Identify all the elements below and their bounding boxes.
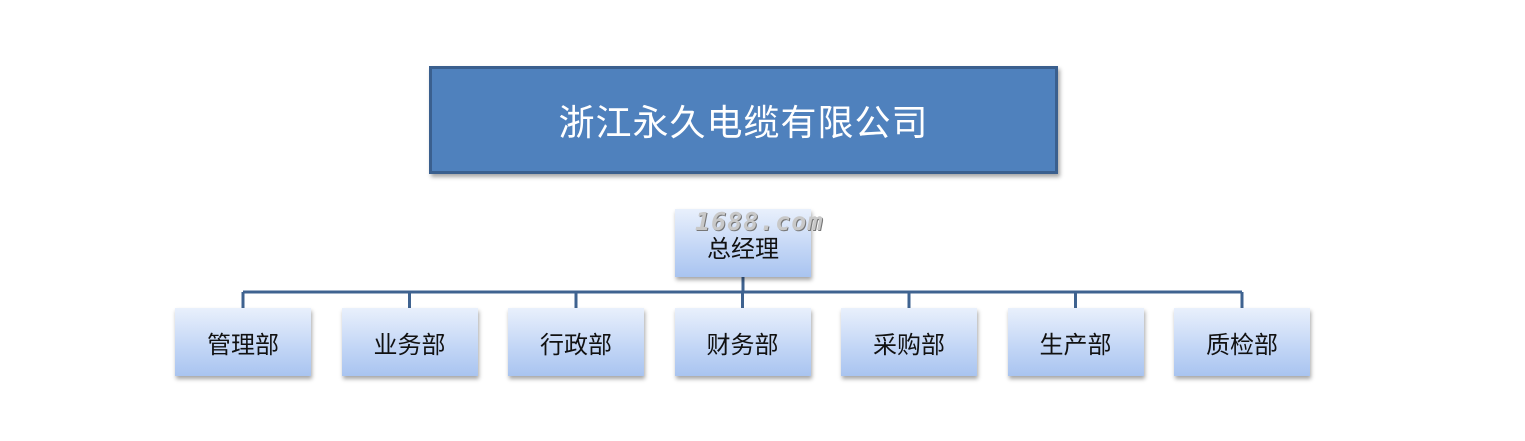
department-label: 质检部: [1206, 330, 1278, 359]
department-label: 管理部: [207, 330, 279, 359]
watermark-logo: 1688.com: [695, 207, 824, 236]
department-box: 财务部: [674, 308, 811, 376]
department-box: 生产部: [1007, 308, 1144, 376]
company-name-box: 浙江永久电缆有限公司: [429, 66, 1058, 174]
department-label: 行政部: [540, 330, 612, 359]
department-label: 财务部: [706, 330, 779, 359]
department-label: 采购部: [873, 330, 945, 359]
general-manager-label: 总经理: [707, 235, 779, 263]
department-box: 采购部: [841, 308, 977, 376]
department-box: 管理部: [175, 308, 311, 376]
company-name: 浙江永久电缆有限公司: [558, 103, 929, 144]
department-label: 生产部: [1039, 330, 1112, 359]
department-box: 业务部: [341, 308, 478, 376]
department-box: 行政部: [508, 308, 644, 376]
general-manager-box: 总经理: [675, 209, 811, 277]
department-box: 质检部: [1174, 308, 1310, 376]
department-label: 业务部: [373, 330, 446, 359]
